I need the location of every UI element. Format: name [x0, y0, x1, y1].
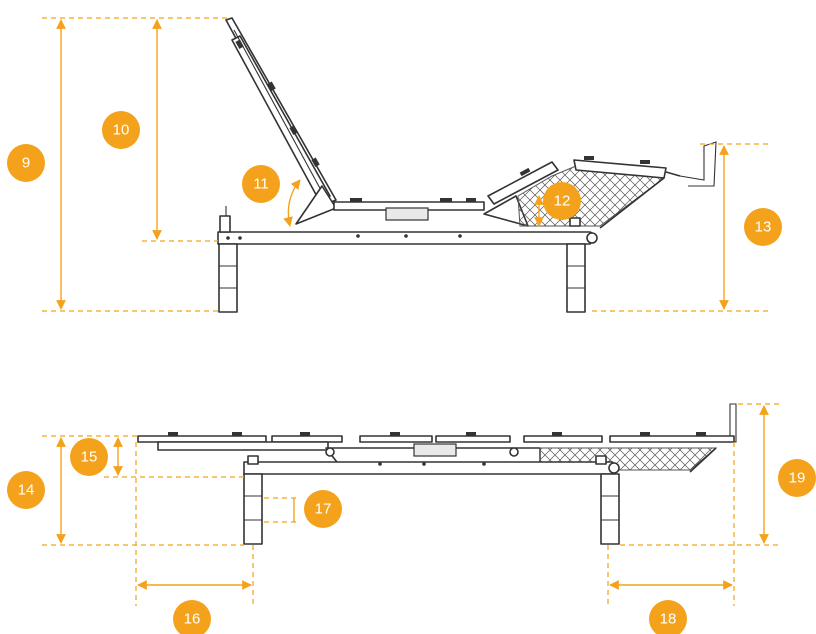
svg-text:19: 19 [789, 470, 806, 487]
callout-16: 16 [173, 600, 211, 634]
svg-text:10: 10 [113, 122, 130, 139]
seat-section [333, 198, 485, 221]
leg-section [483, 141, 717, 229]
callout-19: 19 [778, 459, 816, 497]
svg-text:11: 11 [253, 176, 269, 193]
svg-text:15: 15 [81, 449, 98, 466]
top-view-dimensions [42, 17, 772, 312]
base-frame [217, 206, 598, 313]
callout-18: 18 [649, 600, 687, 634]
svg-text:17: 17 [315, 501, 332, 518]
flat-frame [243, 443, 718, 545]
callout-15: 15 [70, 438, 108, 476]
svg-text:12: 12 [554, 193, 571, 210]
svg-text:18: 18 [660, 611, 677, 628]
callout-13: 13 [744, 208, 782, 246]
flat-deck [137, 403, 737, 451]
svg-text:16: 16 [184, 611, 201, 628]
bottom-view-dimensions [42, 403, 782, 606]
callout-9: 9 [7, 144, 45, 182]
svg-text:14: 14 [18, 482, 35, 499]
callout-12: 12 [543, 182, 581, 220]
flat-bed-drawing [137, 403, 737, 545]
callout-14: 14 [7, 471, 45, 509]
callout-11: 11 [242, 165, 280, 203]
svg-text:13: 13 [755, 219, 772, 236]
head-section [225, 17, 337, 225]
callout-17: 17 [304, 490, 342, 528]
svg-text:9: 9 [22, 155, 30, 172]
callout-10: 10 [102, 111, 140, 149]
raised-bed-drawing [217, 17, 717, 313]
